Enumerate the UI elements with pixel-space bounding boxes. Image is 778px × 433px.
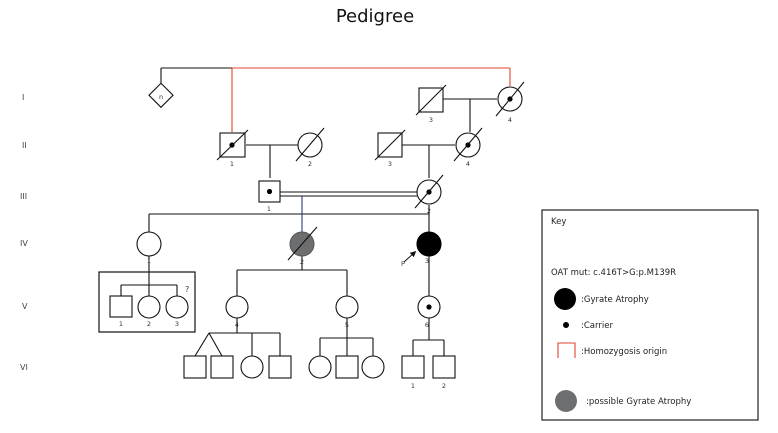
legend-carrier-label: :Carrier — [581, 321, 613, 331]
generation-label-ii: II — [22, 141, 27, 150]
gen-v-sibship-box — [98, 271, 196, 333]
individual-vi-twin-male-1 — [183, 355, 207, 379]
individual-iv-1-number: 1 — [147, 257, 151, 265]
individual-iv-2-number: 2 — [300, 258, 304, 266]
legend-possible-label: :possible Gyrate Atrophy — [586, 397, 691, 407]
individual-i-n: n — [148, 82, 174, 109]
generation-label-v: V — [22, 302, 28, 311]
individual-v-3-query: ? — [185, 285, 189, 294]
individual-v-5-number: 5 — [345, 321, 349, 329]
individual-vi-female-7 — [361, 355, 385, 379]
individual-iv-1: 1 — [136, 231, 162, 265]
individual-vi-female-3 — [240, 355, 264, 379]
individual-v-5: 5 — [335, 295, 359, 329]
individual-vi-2-number: 2 — [442, 382, 446, 390]
individual-iv-3-number: 3 — [425, 257, 429, 265]
individual-vi-1-number: 1 — [411, 382, 415, 390]
individual-v-6: 6 — [417, 295, 441, 329]
generation-label-iii: III — [20, 192, 27, 201]
homozygosis-lines — [231, 67, 511, 132]
individual-v-1: 1 — [109, 295, 133, 328]
individual-i-4: 4 — [495, 81, 525, 124]
legend-homozygosis-label: :Homozygosis origin — [581, 347, 667, 357]
legend-affected-symbol — [554, 288, 576, 310]
individual-vi-male-6 — [335, 355, 359, 379]
individual-v-2-number: 2 — [147, 320, 151, 328]
individual-ii-3: 3 — [374, 129, 406, 168]
individual-vi-male-4 — [268, 355, 292, 379]
individual-vi-female-5 — [308, 355, 332, 379]
individual-ii-2-number: 2 — [308, 160, 312, 168]
individual-iv-3: P 3 — [401, 231, 442, 268]
individual-iii-1: 1 — [258, 180, 281, 213]
individual-ii-4-number: 4 — [466, 160, 470, 168]
individual-v-2: 2 — [137, 295, 161, 328]
individual-v-6-number: 6 — [425, 321, 429, 329]
individual-iii-1-number: 1 — [267, 205, 271, 213]
pedigree-lines — [120, 67, 497, 357]
generation-label-vi: VI — [20, 363, 28, 372]
individual-i-n-label: n — [159, 93, 163, 101]
individual-v-3-number: 3 — [175, 320, 179, 328]
individual-i-3: 3 — [415, 84, 447, 124]
legend-homozygosis-symbol — [557, 342, 576, 358]
gen-vi-twin-b — [208, 332, 223, 357]
individual-ii-2: 2 — [295, 127, 325, 168]
individual-ii-3-number: 3 — [388, 160, 392, 168]
individual-ii-4: 4 — [453, 127, 483, 168]
individual-v-3: 3 ? — [165, 285, 189, 328]
legend-key-box — [541, 209, 759, 421]
individual-i-4-number: 4 — [508, 116, 512, 124]
legend-key-title: Key — [551, 217, 566, 227]
individual-i-3-number: 3 — [429, 116, 433, 124]
legend-mutation-label: OAT mut: c.416T>G:p.M139R — [551, 268, 676, 278]
individual-v-4: 4 — [225, 295, 249, 329]
individual-vi-1: 1 — [401, 355, 425, 390]
individual-vi-twin-male-2 — [210, 355, 234, 379]
gen-vi-twin-a — [194, 332, 210, 357]
generation-label-iv: IV — [20, 239, 28, 248]
individual-iii-2-number: 2 — [427, 207, 431, 215]
page-title: Pedigree — [336, 6, 414, 27]
legend-affected-label: :Gyrate Atrophy — [581, 295, 649, 305]
individual-ii-1: 1 — [216, 129, 249, 168]
individual-iv-2: 2 — [287, 226, 318, 266]
individual-v-1-number: 1 — [119, 320, 123, 328]
legend-carrier-symbol — [563, 322, 569, 328]
generation-label-i: I — [22, 93, 24, 102]
individual-v-4-number: 4 — [235, 321, 239, 329]
individual-iii-2: 2 — [414, 174, 444, 215]
legend-possible-symbol — [555, 390, 577, 412]
proband-arrow — [403, 250, 417, 263]
proband-label: P — [401, 260, 405, 268]
legend-key: Key OAT mut: c.416T>G:p.M139R :Gyrate At… — [541, 209, 759, 421]
individual-ii-1-number: 1 — [230, 160, 234, 168]
individual-vi-2: 2 — [432, 355, 456, 390]
